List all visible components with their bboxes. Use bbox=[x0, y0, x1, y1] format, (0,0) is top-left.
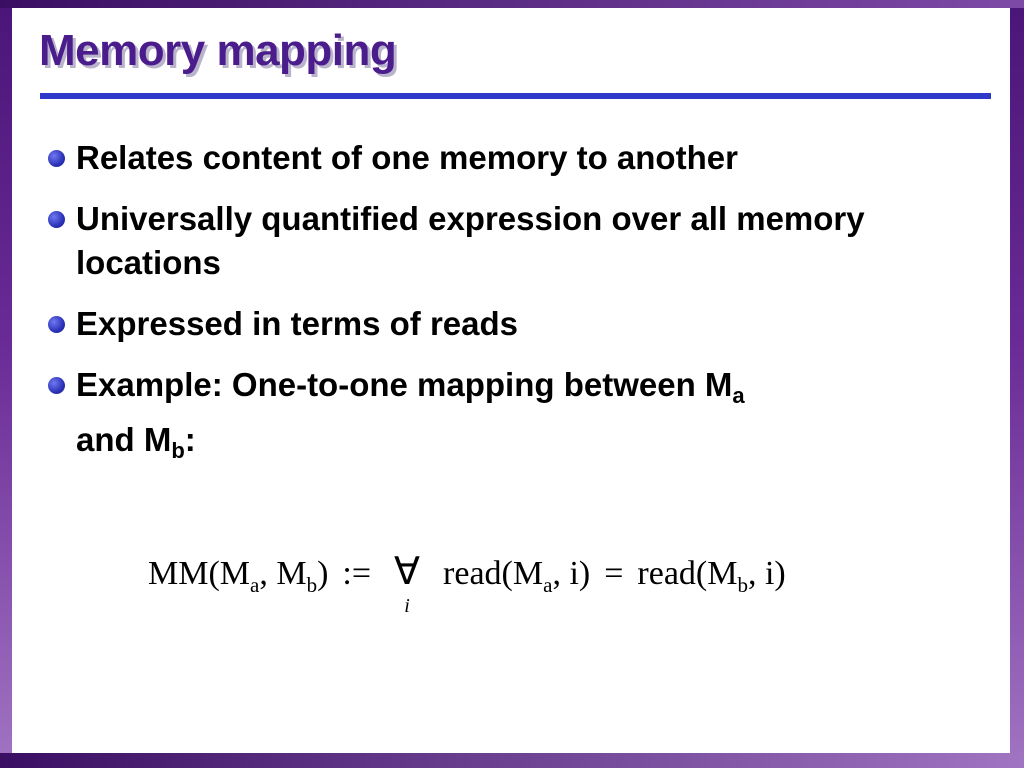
bullet-item: Expressed in terms of reads bbox=[48, 302, 908, 346]
subscript-b: b bbox=[171, 438, 185, 463]
formula-read-a-open: read(M bbox=[443, 555, 544, 592]
subscript-a: a bbox=[732, 383, 745, 408]
bullet-dot-icon bbox=[48, 211, 65, 228]
bullet-text-pre: Example: One-to-one mapping between M bbox=[76, 366, 733, 403]
bullet-text-post: : bbox=[184, 421, 196, 458]
formula-read-b-open: read(M bbox=[637, 555, 738, 592]
forall-index: i bbox=[404, 595, 410, 617]
bullet-text: Expressed in terms of reads bbox=[76, 305, 519, 342]
bullet-text: Universally quantified expression over a… bbox=[76, 200, 865, 281]
formula-assign: := bbox=[342, 555, 372, 592]
formula-read-b-sub: b bbox=[737, 572, 748, 597]
bullet-item: Example: One-to-one mapping between Ma a… bbox=[48, 363, 908, 473]
bullet-item: Universally quantified expression over a… bbox=[48, 197, 908, 285]
bullet-item: Relates content of one memory to another bbox=[48, 136, 908, 180]
formula-lhs-close: ) bbox=[317, 555, 329, 592]
forall-symbol: ∀ bbox=[394, 551, 421, 593]
formula-read-a-close: , i) bbox=[552, 555, 591, 592]
formula-sub-a: a bbox=[250, 572, 260, 597]
formula-equals: = bbox=[604, 555, 624, 592]
bullet-dot-icon bbox=[48, 150, 65, 167]
top-frame-strip bbox=[0, 0, 1024, 8]
formula-lhs-open: MM(M bbox=[148, 555, 251, 592]
bullet-list: Relates content of one memory to another… bbox=[48, 136, 908, 490]
forall-quantifier: ∀i bbox=[385, 550, 429, 616]
slide-canvas: Memory mapping Relates content of one me… bbox=[12, 8, 1010, 753]
bullet-text-mid: and M bbox=[76, 421, 172, 458]
bottom-frame-strip bbox=[0, 753, 1024, 768]
bullet-dot-icon bbox=[48, 377, 65, 394]
formula-read-a-sub: a bbox=[543, 572, 553, 597]
formula-sub-b: b bbox=[306, 572, 318, 597]
formula-read-b-close: , i) bbox=[747, 555, 786, 592]
formula-lhs-mid: , M bbox=[259, 555, 307, 592]
bullet-text: Relates content of one memory to another bbox=[76, 139, 738, 176]
slide-title: Memory mapping bbox=[39, 26, 397, 75]
bullet-dot-icon bbox=[48, 316, 65, 333]
title-underline bbox=[40, 93, 991, 99]
